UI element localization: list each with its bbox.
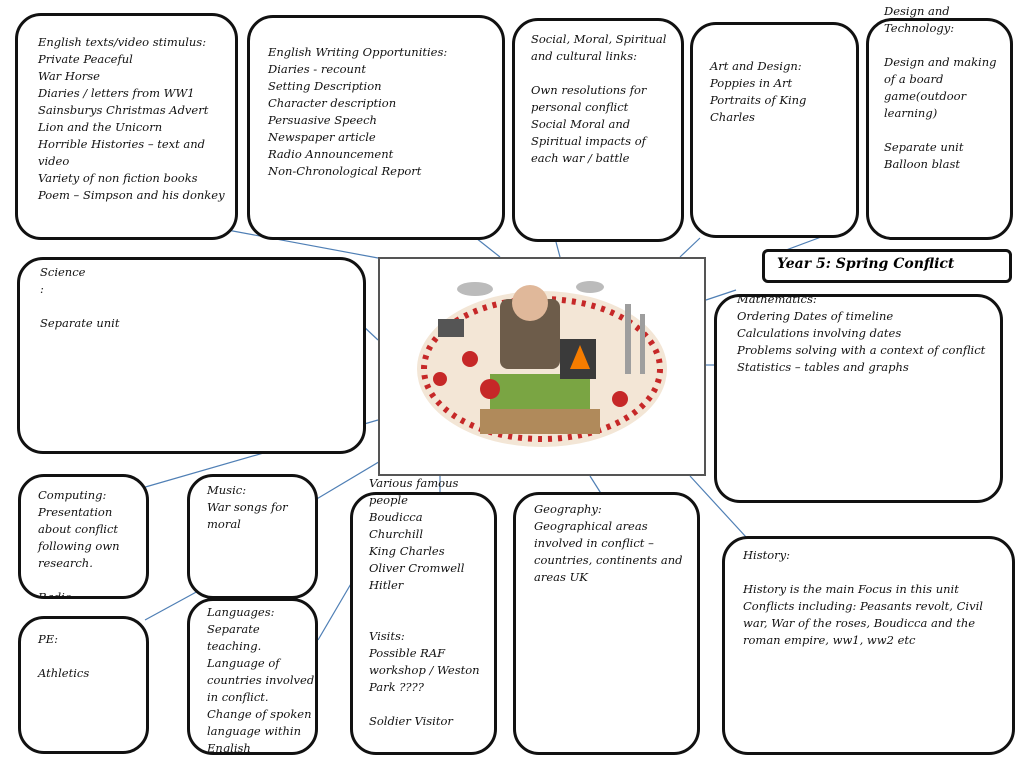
connector-music — [314, 459, 383, 501]
conflict-collage-illustration-icon — [417, 281, 667, 447]
english-texts-text: English texts/video stimulus: Private Pe… — [38, 35, 225, 202]
connector-smsc — [555, 241, 561, 258]
music-text: Music: War songs for moral — [207, 483, 288, 531]
dt-text: Design and Technology: Design and making… — [884, 4, 997, 171]
geography-text: Geography: Geographical areas involved i… — [534, 502, 683, 584]
science-box: Science : Separate unit — [17, 257, 366, 454]
connector-maths-top — [705, 289, 737, 301]
history-text: History: History is the main Focus in th… — [743, 548, 983, 647]
center-illustration — [378, 257, 706, 476]
languages-text: Languages: Separate teaching. Language o… — [207, 605, 315, 755]
art-box: Art and Design: Poppies in Art Portraits… — [690, 22, 859, 238]
computing-box: Computing: Presentation about conflict f… — [18, 474, 149, 599]
unit-title-box: Year 5: Spring Conflict — [762, 249, 1012, 283]
english-texts-box: English texts/video stimulus: Private Pe… — [15, 13, 238, 240]
connector-english-texts — [221, 228, 379, 259]
connector-geography — [589, 475, 603, 496]
connector-pe — [144, 589, 201, 621]
famous-people-box: Various famous people Boudicca Churchill… — [350, 476, 497, 755]
connector-languages — [317, 581, 353, 641]
connector-art — [679, 237, 701, 258]
science-text: Science : Separate unit — [40, 265, 120, 330]
english-writing-text: English Writing Opportunities: Diaries -… — [268, 45, 448, 178]
pe-text: PE: Athletics — [38, 632, 90, 680]
smsc-box: Social, Moral, Spiritual and cultural li… — [512, 18, 684, 242]
maths-box: Mathematics: Ordering Dates of timeline … — [714, 292, 1003, 503]
connector-history — [689, 475, 747, 538]
unit-title: Year 5: Spring Conflict — [777, 256, 955, 272]
famous-people-text: Various famous people Boudicca Churchill… — [369, 476, 480, 728]
pe-box: PE: Athletics — [18, 616, 149, 754]
maths-text: Mathematics: Ordering Dates of timeline … — [737, 292, 986, 374]
dt-box — [866, 18, 1013, 240]
computing-text: Computing: Presentation about conflict f… — [38, 488, 120, 599]
music-box: Music: War songs for moral — [187, 474, 318, 599]
english-writing-box: English Writing Opportunities: Diaries -… — [247, 15, 505, 240]
history-box: History: History is the main Focus in th… — [722, 536, 1015, 755]
smsc-text: Social, Moral, Spiritual and cultural li… — [531, 32, 667, 165]
geography-box: Geography: Geographical areas involved i… — [513, 492, 700, 755]
languages-box: Languages: Separate teaching. Language o… — [187, 598, 318, 755]
art-text: Art and Design: Poppies in Art Portraits… — [710, 59, 807, 124]
connector-english-writing — [475, 237, 501, 258]
